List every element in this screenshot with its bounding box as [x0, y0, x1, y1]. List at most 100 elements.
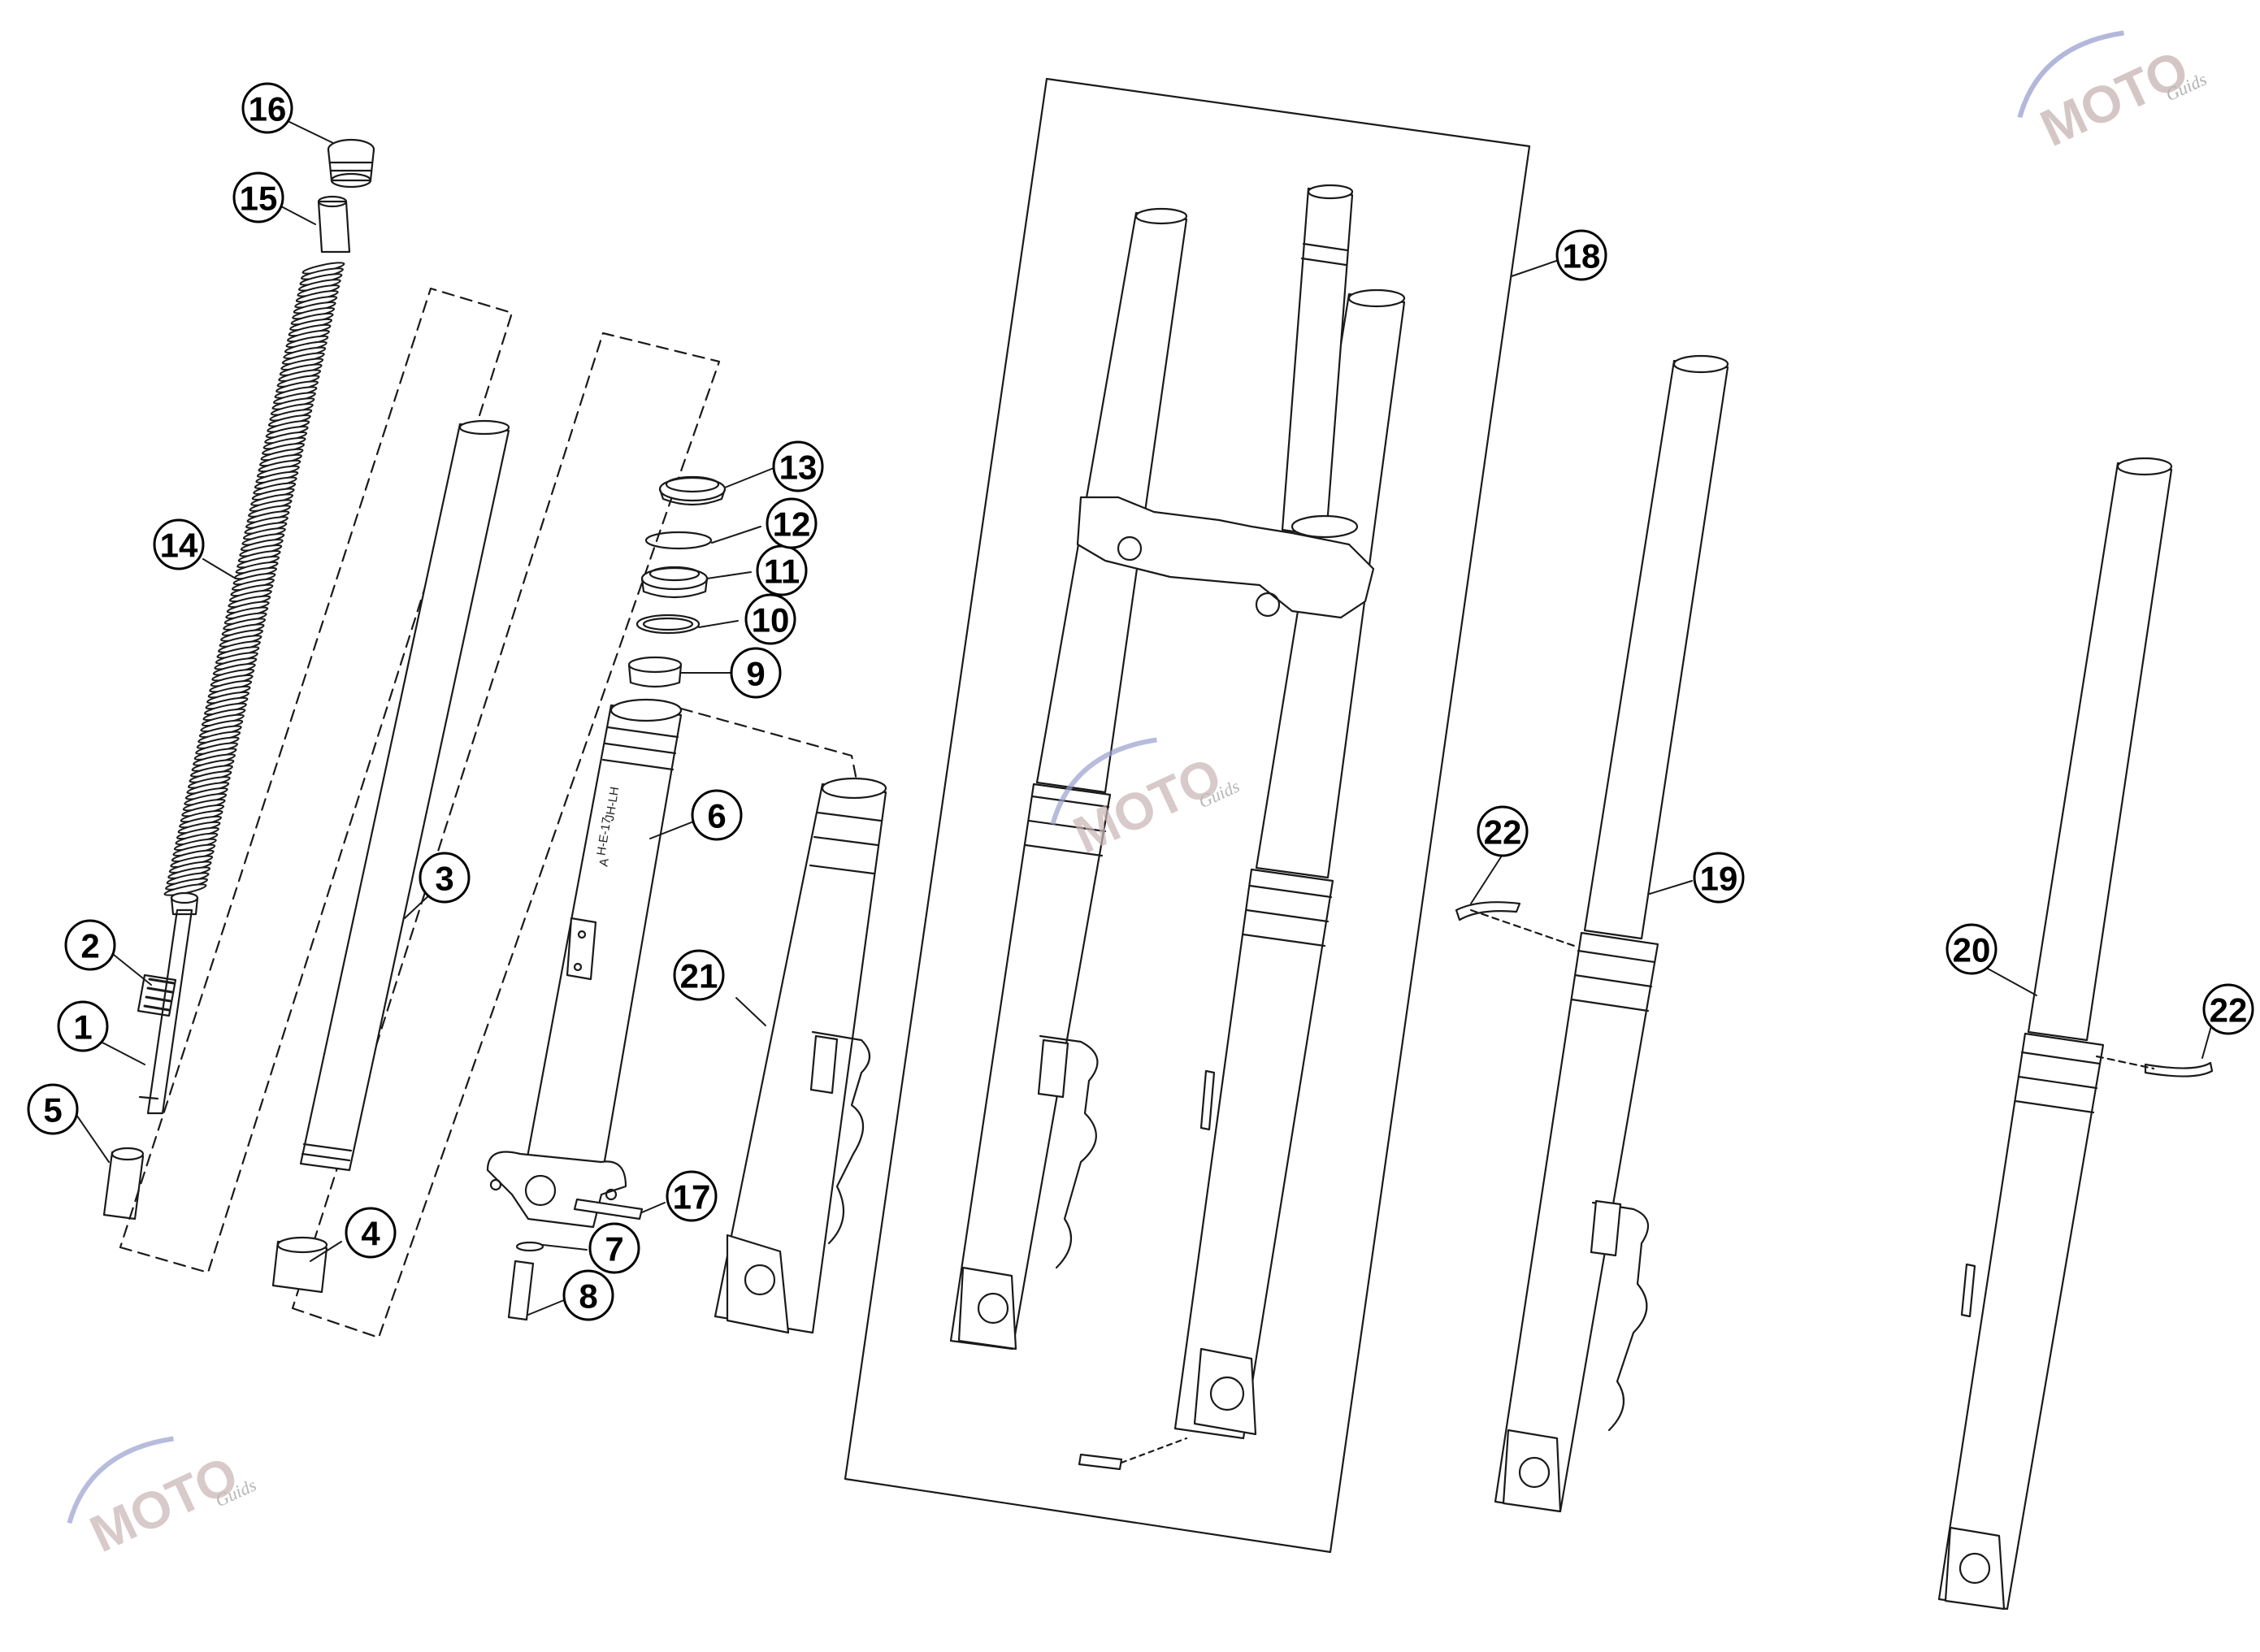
callout-18: 18	[1555, 229, 1607, 281]
bushing-9-part	[627, 656, 683, 688]
assembly-box-18	[844, 77, 1531, 1554]
callout-label: 20	[1953, 931, 1991, 969]
callout-21: 21	[673, 949, 725, 1001]
callout-circle	[1555, 229, 1607, 281]
watermark-logo-bottom-left: MOTO Guids	[67, 1436, 259, 1563]
callout-7: 7	[588, 1222, 640, 1274]
callout-15: 15	[232, 171, 284, 223]
fork-leg-19-part	[1494, 354, 1729, 1513]
axle-bolt-17-part	[573, 1198, 644, 1221]
callout-label: 15	[240, 180, 278, 218]
callout-label: 1	[73, 1008, 92, 1047]
callout-label: 16	[249, 90, 287, 128]
callout-circle	[562, 1269, 614, 1321]
callout-9: 9	[730, 647, 782, 699]
callout-label: 21	[680, 957, 718, 995]
watermark-logo-top-right: MOTO Guids	[2017, 30, 2210, 158]
callout-circle	[153, 518, 205, 570]
callout-5: 5	[27, 1083, 79, 1135]
callout-circle	[1477, 805, 1529, 857]
clip-12-part	[644, 531, 713, 550]
callout-circle	[27, 1083, 79, 1135]
callout-circle	[57, 1000, 109, 1052]
outer-tube-part	[486, 698, 683, 1229]
callout-label: 17	[673, 1178, 711, 1216]
callout-label: 7	[605, 1230, 623, 1268]
callout-label: 22	[2210, 991, 2248, 1030]
callout-label: 22	[1484, 813, 1522, 852]
callout-circle	[772, 440, 824, 492]
callout-circle	[666, 1170, 718, 1222]
callout-10: 10	[744, 593, 796, 645]
callout-16: 16	[241, 82, 293, 134]
fork-cap-part	[327, 138, 375, 189]
callout-3: 3	[419, 852, 471, 904]
fork-leg-20-part	[1937, 457, 2173, 1611]
callout-22: 22	[2202, 983, 2254, 1035]
callout-circle	[345, 1207, 397, 1259]
stamp-line-3: A	[596, 857, 611, 868]
inner-tube-part	[299, 419, 510, 1172]
callout-6: 6	[691, 789, 743, 841]
tube-stamp: A	[596, 857, 611, 868]
callout-circle	[232, 171, 284, 223]
triple-clamp	[1076, 496, 1375, 619]
steering-stem	[1281, 184, 1354, 538]
bolt-8-part	[507, 1260, 535, 1321]
callout-label: 9	[746, 655, 765, 693]
callout-label: 19	[1700, 860, 1738, 898]
callout-13: 13	[772, 440, 824, 492]
callout-label: 4	[361, 1215, 380, 1253]
callout-22: 22	[1477, 805, 1529, 857]
washer-7-part	[515, 1241, 544, 1252]
dust-seal-13-part	[658, 475, 727, 506]
callout-11: 11	[756, 544, 808, 596]
callout-label: 11	[764, 553, 800, 591]
callout-2: 2	[64, 919, 116, 971]
callout-4: 4	[345, 1207, 397, 1259]
damper-rod-part	[137, 891, 199, 1115]
callout-circle	[1693, 852, 1745, 904]
callout-circle	[691, 789, 743, 841]
fork-spring-part	[163, 262, 345, 896]
stamp-line-1: JH-LH	[603, 786, 622, 822]
tube-stamp: JH-LH	[603, 786, 622, 822]
callout-label: 10	[752, 601, 790, 640]
outer-tube-21-part	[714, 777, 887, 1334]
callout-label: 18	[1563, 237, 1601, 275]
callout-circle	[1946, 923, 1998, 975]
leader-lines	[76, 119, 2214, 1316]
callout-circle	[730, 647, 782, 699]
callout-8: 8	[562, 1269, 614, 1321]
reflector-22a-part	[1455, 901, 1578, 948]
callout-14: 14	[153, 518, 205, 570]
spacer-tube-part	[317, 195, 351, 254]
callout-12: 12	[766, 497, 818, 549]
callout-17: 17	[666, 1170, 718, 1222]
callout-label: 5	[43, 1091, 62, 1130]
callout-circle	[673, 949, 725, 1001]
callout-label: 14	[160, 527, 198, 565]
callout-circle	[419, 852, 471, 904]
callout-1: 1	[57, 1000, 109, 1052]
bushing-5-part	[102, 1147, 145, 1221]
callout-circle	[64, 919, 116, 971]
washer-10-part	[635, 614, 701, 635]
callout-19: 19	[1693, 852, 1745, 904]
callout-label: 13	[779, 449, 818, 487]
callout-circle	[241, 82, 293, 134]
callout-circle	[2202, 983, 2254, 1035]
callout-circle	[588, 1222, 640, 1274]
callout-label: 8	[579, 1277, 597, 1316]
axle-bolt-assembly	[1078, 1437, 1188, 1471]
reflector-22b-part	[2095, 1055, 2214, 1077]
bushing-4-part	[271, 1236, 328, 1294]
callout-label: 2	[80, 927, 99, 965]
callout-label: 6	[707, 797, 726, 835]
callout-20: 20	[1946, 923, 1998, 975]
callout-label: 3	[435, 860, 453, 898]
callout-circle	[766, 497, 818, 549]
oil-seal-11-part	[640, 566, 709, 599]
